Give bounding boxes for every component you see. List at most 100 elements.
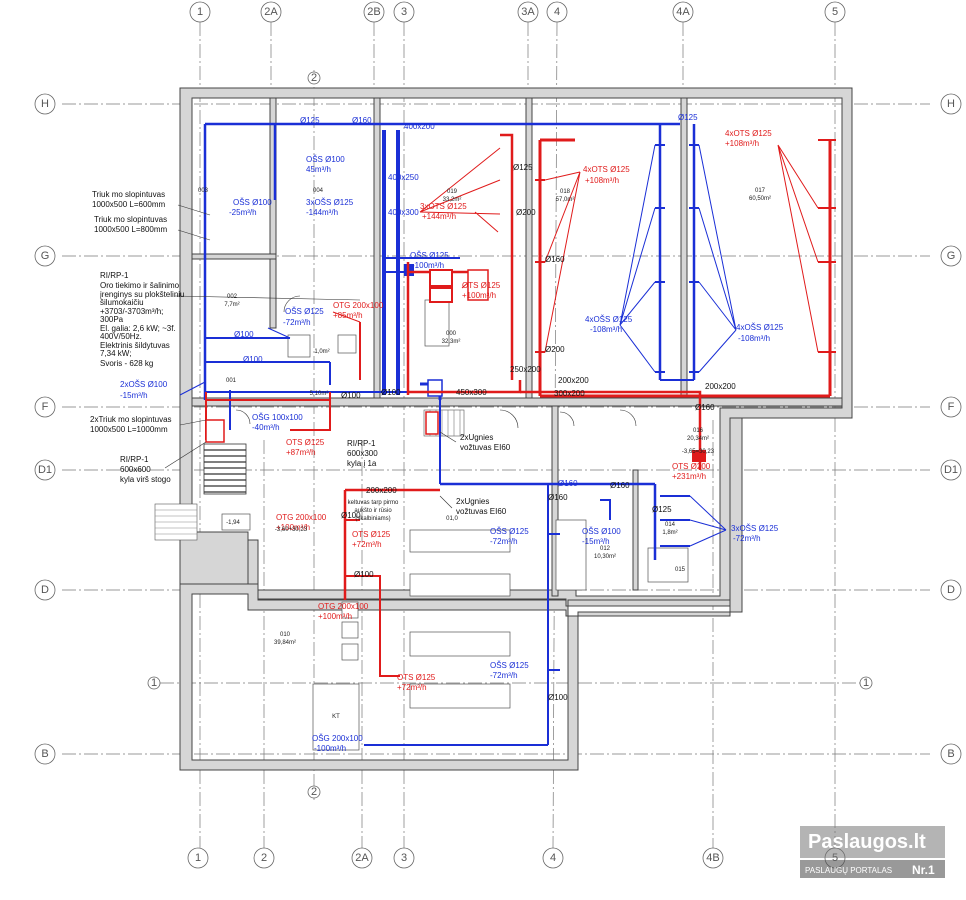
room-label: 000	[446, 331, 457, 337]
exhaust-label: 4xOŠS Ø125	[736, 323, 784, 332]
logo-subtitle: PASLAUGŲ PORTALAS	[805, 866, 892, 875]
supply-label: +100m³/h	[276, 523, 310, 532]
exhaust-label: Ø100	[243, 355, 263, 364]
equipment-label: 250x200	[510, 365, 541, 374]
equipment-label: Ø160	[548, 493, 568, 502]
exhaust-label: 45m³/h	[306, 165, 331, 174]
grid-bubble-right-d: D	[940, 579, 962, 601]
exhaust-label: OŠS Ø100	[306, 155, 345, 164]
equipment-label: 600x600	[120, 465, 151, 474]
exhaust-label: -72m³/h	[490, 537, 518, 546]
svg-text:5: 5	[832, 6, 838, 18]
svg-text:D1: D1	[38, 464, 52, 476]
svg-text:H: H	[41, 98, 49, 110]
exhaust-ducts	[179, 122, 737, 746]
svg-text:2A: 2A	[355, 852, 369, 864]
exhaust-label: 400x250	[388, 173, 419, 182]
equipment-label: 2xTriuk mo slopintuvas	[90, 415, 172, 424]
exhaust-label: 2xOŠS Ø100	[120, 380, 168, 389]
svg-text:B: B	[947, 748, 954, 760]
equipment-label: Ø200	[545, 345, 565, 354]
room-label: 017	[755, 188, 766, 194]
svg-text:4: 4	[550, 852, 556, 864]
supply-label: 4xOTS Ø125	[725, 129, 772, 138]
exhaust-label: Ø125	[678, 113, 698, 122]
svg-text:2: 2	[261, 852, 267, 864]
equipment-label: Ø100	[354, 570, 374, 579]
equipment-label: Elektrinis šildytuvas	[100, 341, 170, 350]
exhaust-label: 400x200	[404, 122, 435, 131]
svg-text:2: 2	[311, 72, 317, 84]
room-label: keltuvas tarp pirmo	[348, 500, 399, 506]
wall-4-lower	[551, 405, 559, 597]
supply-label: +100m³/h	[318, 612, 352, 621]
equipment-label: Ø160	[610, 481, 630, 490]
supply-label: OTS Ø125	[397, 673, 436, 682]
exhaust-label: -100m³/h	[412, 261, 444, 270]
exhaust-label: 4xOŠS Ø125	[585, 315, 633, 324]
room-label: 004	[313, 188, 324, 194]
axis-2-marker: 2	[307, 785, 321, 799]
grid-bubble-top-3a: 3A	[517, 1, 539, 23]
grid-bubble-top-4a: 4A	[672, 1, 694, 23]
supply-label: +108m³/h	[725, 139, 759, 148]
room-label: 014	[665, 522, 676, 528]
exhaust-label: OŠS Ø100	[233, 198, 272, 207]
svg-text:D1: D1	[944, 464, 958, 476]
room-label: (skalbiniams)	[355, 516, 390, 522]
grid-bubble-top-3: 3	[393, 1, 415, 23]
exhaust-label: OŠG 100x100	[252, 413, 303, 422]
equipment-label: Ø160	[545, 255, 565, 264]
exhaust-label: OŠS Ø125	[490, 527, 529, 536]
room-label: 1,8m²	[662, 530, 677, 536]
svg-text:3A: 3A	[521, 6, 535, 18]
interior-fixtures	[221, 295, 689, 751]
svg-text:B: B	[41, 748, 48, 760]
room-label: 20,34m²	[687, 436, 709, 442]
axis-1-marker: 1	[859, 676, 873, 690]
exhaust-label: -15m³/h	[120, 391, 148, 400]
equipment-label: Ø160	[695, 403, 715, 412]
room-label: 001	[226, 378, 237, 384]
supply-label: +144m³/h	[422, 212, 456, 221]
grid-bubble-right-g: G	[940, 245, 962, 267]
svg-text:4A: 4A	[676, 6, 690, 18]
supply-ducts	[205, 133, 836, 677]
exhaust-label: -25m³/h	[229, 208, 257, 217]
room-label: -3,60+30,23	[275, 527, 308, 533]
equipment-label: Ø100	[381, 388, 401, 397]
svg-text:F: F	[42, 401, 49, 413]
svg-text:3: 3	[401, 6, 407, 18]
equipment-label: vožtuvas EI60	[460, 443, 511, 452]
axis-1-marker: 1	[147, 676, 161, 690]
room-label: 003	[198, 188, 209, 194]
axis-2-marker: 2	[307, 71, 321, 85]
logo-background	[800, 826, 945, 858]
equipment-label: įrenginys su plokšteliniu	[100, 290, 185, 299]
equipment-label: 400V/50Hz.	[100, 332, 142, 341]
room-label: 7,7m²	[224, 302, 239, 308]
exhaust-label: 400x300	[388, 208, 419, 217]
equipment-label: 300x200	[554, 389, 585, 398]
svg-text:2B: 2B	[367, 6, 380, 18]
equipment-label: RI/RP-1	[347, 439, 376, 448]
grid-bubble-right-b: B	[940, 743, 962, 765]
room-label: 012	[600, 546, 611, 552]
building-walls	[179, 87, 853, 771]
grid-bubbles: 12A2B33A44A5122A344B5HHGGFFD1D1DDBB2211	[34, 1, 962, 869]
exhaust-label: Ø160	[558, 479, 578, 488]
room-label: 39,84m²	[274, 640, 296, 646]
svg-text:D: D	[41, 584, 49, 596]
exhaust-label: 3xOŠS Ø125	[731, 524, 779, 533]
room-label: 60,50m²	[749, 196, 771, 202]
exhaust-label: OŠG 200x100	[312, 734, 363, 743]
supply-label: OTS Ø125	[352, 530, 391, 539]
equipment-label: kyla virš stogo	[120, 475, 171, 484]
exhaust-label: -108m³/h	[738, 334, 770, 343]
equipment-label: 1000x500 L=800mm	[94, 225, 168, 234]
room-label: 32,3m²	[442, 339, 461, 345]
equipment-label: vožtuvas EI60	[456, 507, 507, 516]
